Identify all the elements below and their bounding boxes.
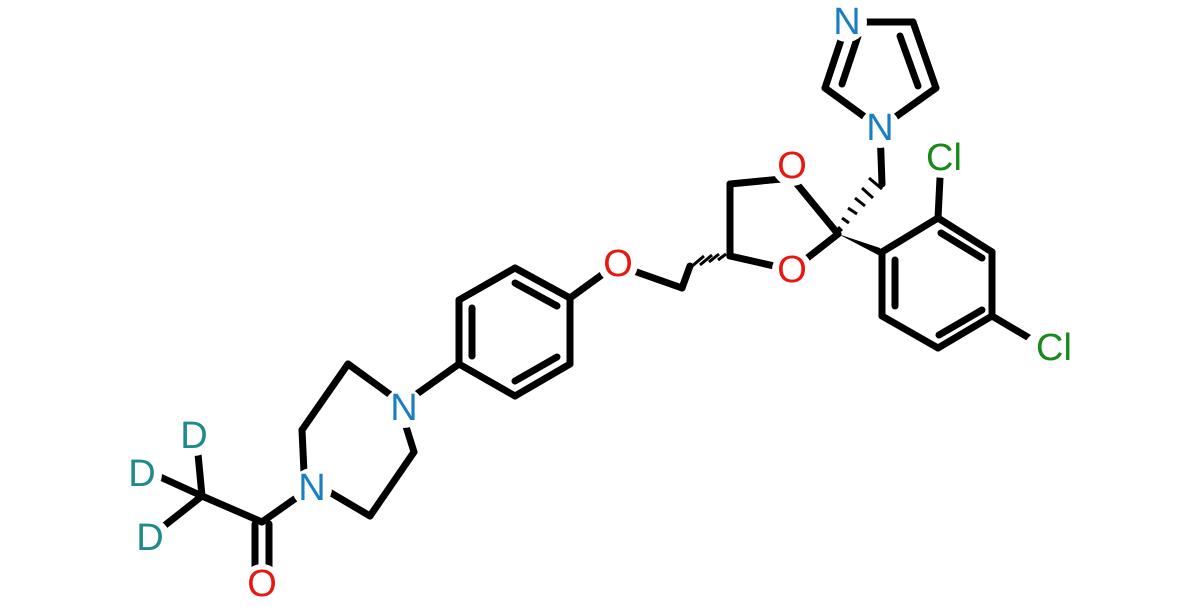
bond-ar-c2-c3 — [934, 214, 996, 256]
bond-imid-c2-n3-inner — [838, 32, 862, 88]
bond-ether-o-phenyl — [566, 270, 607, 302]
bond-ph-c5-c6-inner — [511, 353, 561, 385]
atom-deuterium-2: D — [128, 453, 155, 495]
atom-label-background — [384, 388, 424, 428]
bond-ph-c1-c2 — [511, 264, 574, 302]
atom-chlorine-ortho: Cl — [926, 137, 962, 179]
bond-ar-c5-c6 — [878, 312, 942, 352]
atom-label-background — [130, 518, 170, 558]
bond-ph-c5-c6 — [511, 360, 574, 400]
atom-imidazole-n3: N — [833, 1, 860, 43]
bond-pip-n1-c6 — [322, 486, 374, 520]
bond-imid-c4-c5 — [909, 18, 940, 92]
bond-c2-cl — [934, 174, 944, 222]
atom-label-layer: N N Cl Cl O O O N N O D D D — [128, 1, 1072, 605]
bond-ph-c4-c5 — [455, 360, 519, 400]
atom-label-background — [292, 468, 332, 508]
atom-chlorine-para: Cl — [1036, 327, 1072, 369]
bond-ar-c4-c5 — [934, 312, 996, 352]
atom-dioxolane-o1: O — [777, 145, 807, 187]
atom-carbonyl-o: O — [247, 563, 277, 605]
bond-c-d3 — [160, 492, 206, 530]
atom-deuterium-3: D — [136, 517, 163, 559]
atom-ether-o: O — [603, 243, 633, 285]
atom-label-background — [598, 244, 638, 284]
atom-dioxolane-o3: O — [777, 249, 807, 291]
bond-imid-c4-c5-inner — [896, 32, 922, 90]
bond-ar-c4-c5-inner — [935, 306, 986, 339]
atom-imidazole-n1: N — [866, 107, 893, 149]
solid-wedge-c2-aryl — [838, 234, 884, 258]
atom-deuterium-1: D — [180, 415, 207, 457]
bond-ar-c2-c3-inner — [937, 229, 986, 262]
bond-ph-c1-c2-inner — [511, 279, 561, 310]
atom-label-background — [242, 564, 282, 604]
bond-pip-n4-c3 — [344, 360, 396, 400]
bond-c-d2 — [154, 472, 206, 500]
atom-label-background — [860, 108, 900, 148]
atom-label-background — [1024, 328, 1084, 368]
bond-phenyl-pip-n — [410, 360, 463, 400]
bond-pip-c2-n1 — [298, 426, 308, 476]
bond-pip-c6-c5 — [366, 448, 418, 520]
bond-c-d1 — [194, 450, 206, 500]
bond-ph-c2-c3 — [455, 264, 519, 304]
bond-c2-o1 — [788, 174, 842, 238]
atom-label-background — [827, 2, 867, 42]
atom-label-background — [122, 454, 162, 494]
atom-label-background — [174, 416, 214, 456]
atom-label-background — [772, 250, 812, 290]
bond-ch2-ether-o — [627, 266, 686, 292]
bond-ch2-link — [678, 262, 694, 292]
bond-layer — [154, 18, 1040, 574]
atom-piperazine-n-acyl: N — [298, 467, 325, 509]
bond-ar-c1-c2 — [878, 214, 942, 256]
atom-label-background — [914, 138, 974, 178]
atom-label-background-layer — [122, 2, 1084, 604]
bond-carbonyl-c-ch3 — [198, 492, 266, 526]
bond-n1-carbonyl-c — [258, 494, 300, 526]
bond-pip-c3-c2 — [298, 360, 352, 434]
atom-label-background — [772, 146, 812, 186]
atom-piperazine-n-aryl: N — [390, 387, 417, 429]
hashed-wedge-c2-ch2 — [836, 176, 883, 233]
